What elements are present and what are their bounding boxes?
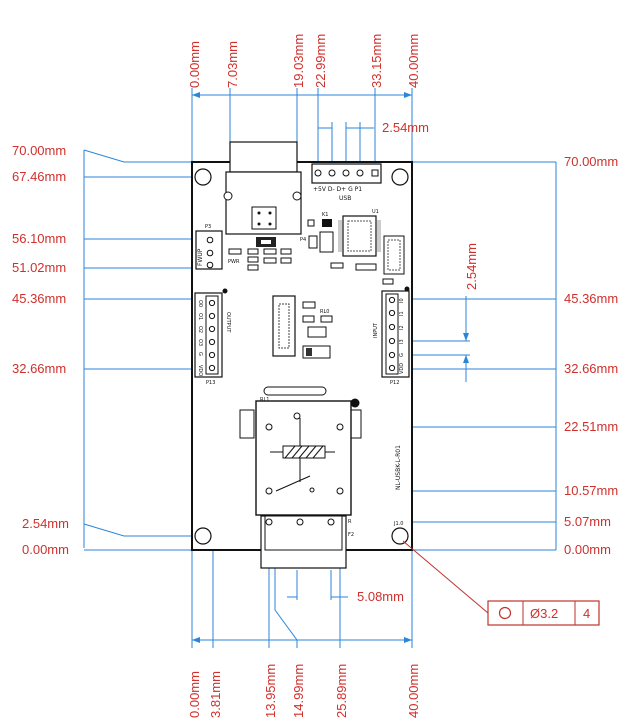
input-pin-i1: I1 [399, 311, 405, 316]
relay: RL1 NL-USBK-L-R01 [239, 386, 402, 516]
power-led-area: PWR [228, 248, 292, 271]
fwup-header: P3 FWUP [195, 224, 223, 270]
top-dim-3: 22.99mm [313, 34, 328, 88]
input-pin-i0: I0 [399, 298, 405, 303]
output-pin-o2: O2 [197, 326, 203, 333]
usb-pitch-label: 2.54mm [382, 120, 429, 135]
bottom-dim-4: 25.89mm [334, 664, 349, 718]
hole-diameter: Ø3.2 [530, 606, 558, 621]
p12-label: P12 [390, 380, 399, 386]
top-dim-4: 33.15mm [369, 34, 384, 88]
mounting-hole-top-right [391, 168, 409, 186]
input-pitch-label: 2.54mm [464, 243, 479, 290]
top-dim-1: 7.03mm [225, 41, 240, 88]
right-dim-1: 45.36mm [564, 291, 618, 306]
top-dimensions: 0.00mm 7.03mm 19.03mm 22.99mm 33.15mm 40… [187, 34, 421, 172]
input-pitch-dimension: 2.54mm [404, 243, 479, 382]
bottom-dim-2: 13.95mm [263, 664, 278, 718]
p4-label: P4 [300, 237, 306, 243]
mounting-hole-bottom-right [391, 527, 409, 545]
right-dim-6: 0.00mm [564, 542, 611, 557]
mounting-hole-top-left [194, 168, 212, 186]
input-pin-vdd: VDD [399, 363, 405, 374]
left-dim-1: 67.46mm [12, 169, 66, 184]
output-pin-o0: O0 [197, 300, 203, 307]
top-dim-2: 19.03mm [291, 34, 306, 88]
mcu-area: K1 P4 U1 [300, 209, 405, 285]
bottom-dim-0: 0.00mm [187, 671, 202, 718]
usb-pitch-dimension: 2.54mm [318, 120, 429, 168]
input-terminal: I0 I1 I2 I3 G VDD INPUT P12 [373, 286, 410, 386]
left-dim-4: 45.36mm [12, 291, 66, 306]
output-pin-o3: O3 [197, 339, 203, 346]
rl0-label: RL0 [320, 309, 329, 315]
fwup-label: FWUP [197, 248, 204, 266]
usb-pin-header: +5V D- D+ G P1 USB [311, 163, 382, 202]
output-pin-vdo: VDO [197, 365, 203, 376]
output-label: OUTPUT [225, 312, 231, 333]
right-dim-2: 32.66mm [564, 361, 618, 376]
right-dim-0: 70.00mm [564, 154, 618, 169]
k1-label: K1 [322, 212, 328, 218]
input-pin-g: G [399, 353, 405, 357]
rl1-label: RL1 [260, 397, 269, 403]
p13-label: P13 [206, 380, 215, 386]
left-dim-3: 51.02mm [12, 260, 66, 275]
board-name: NL-USBK-L-R01 [395, 445, 402, 490]
left-dim-6: 2.54mm [22, 516, 69, 531]
bottom-dim-1: 3.81mm [208, 671, 223, 718]
bottom-dim-3: 14.99mm [291, 664, 306, 718]
left-dim-5: 32.66mm [12, 361, 66, 376]
j1-label: J1.0 [393, 521, 403, 527]
bottom-dim-5: 40.00mm [406, 664, 421, 718]
usb-label: USB [339, 195, 351, 202]
mounting-hole-bottom-left [194, 527, 212, 545]
u1-label: U1 [372, 209, 379, 215]
screw-terminal: R F2 J1.0 [260, 515, 403, 569]
terminal-pitch-label: 5.08mm [357, 589, 404, 604]
pcb-board: +5V D- D+ G P1 USB P3 FWUP PWR K1 [191, 141, 413, 569]
left-dim-0: 70.00mm [12, 143, 66, 158]
hole-count: 4 [583, 606, 590, 621]
usb-b-connector [223, 141, 302, 247]
left-dimensions: 70.00mm 67.46mm 56.10mm 51.02mm 45.36mm … [12, 143, 200, 557]
input-pin-i3: I3 [399, 339, 405, 344]
right-dimensions: 70.00mm 45.36mm 32.66mm 22.51mm 10.57mm … [340, 154, 618, 557]
driver-area: RL0 [272, 295, 333, 359]
r-label: R [348, 519, 352, 525]
top-dim-5: 40.00mm [406, 34, 421, 88]
pwr-label: PWR [228, 259, 240, 265]
input-pin-i2: I2 [399, 325, 405, 330]
output-pin-o1: O1 [197, 313, 203, 320]
right-dim-5: 5.07mm [564, 514, 611, 529]
left-dim-2: 56.10mm [12, 231, 66, 246]
output-terminal: O0 O1 O2 O3 G VDO OUTPUT P13 [194, 288, 231, 386]
output-pin-g: G [197, 352, 203, 356]
f2-label: F2 [348, 532, 354, 538]
top-dim-0: 0.00mm [187, 41, 202, 88]
right-dim-3: 22.51mm [564, 419, 618, 434]
circle-icon [498, 606, 512, 620]
input-label: INPUT [373, 322, 379, 338]
left-dim-7: 0.00mm [22, 542, 69, 557]
right-dim-4: 10.57mm [564, 483, 618, 498]
hole-callout: Ø3.2 4 [402, 540, 600, 626]
terminal-pitch-dimension: 5.08mm [287, 570, 404, 604]
p3-label: P3 [205, 224, 211, 230]
usb-pin-labels: +5V D- D+ G P1 [313, 186, 362, 193]
